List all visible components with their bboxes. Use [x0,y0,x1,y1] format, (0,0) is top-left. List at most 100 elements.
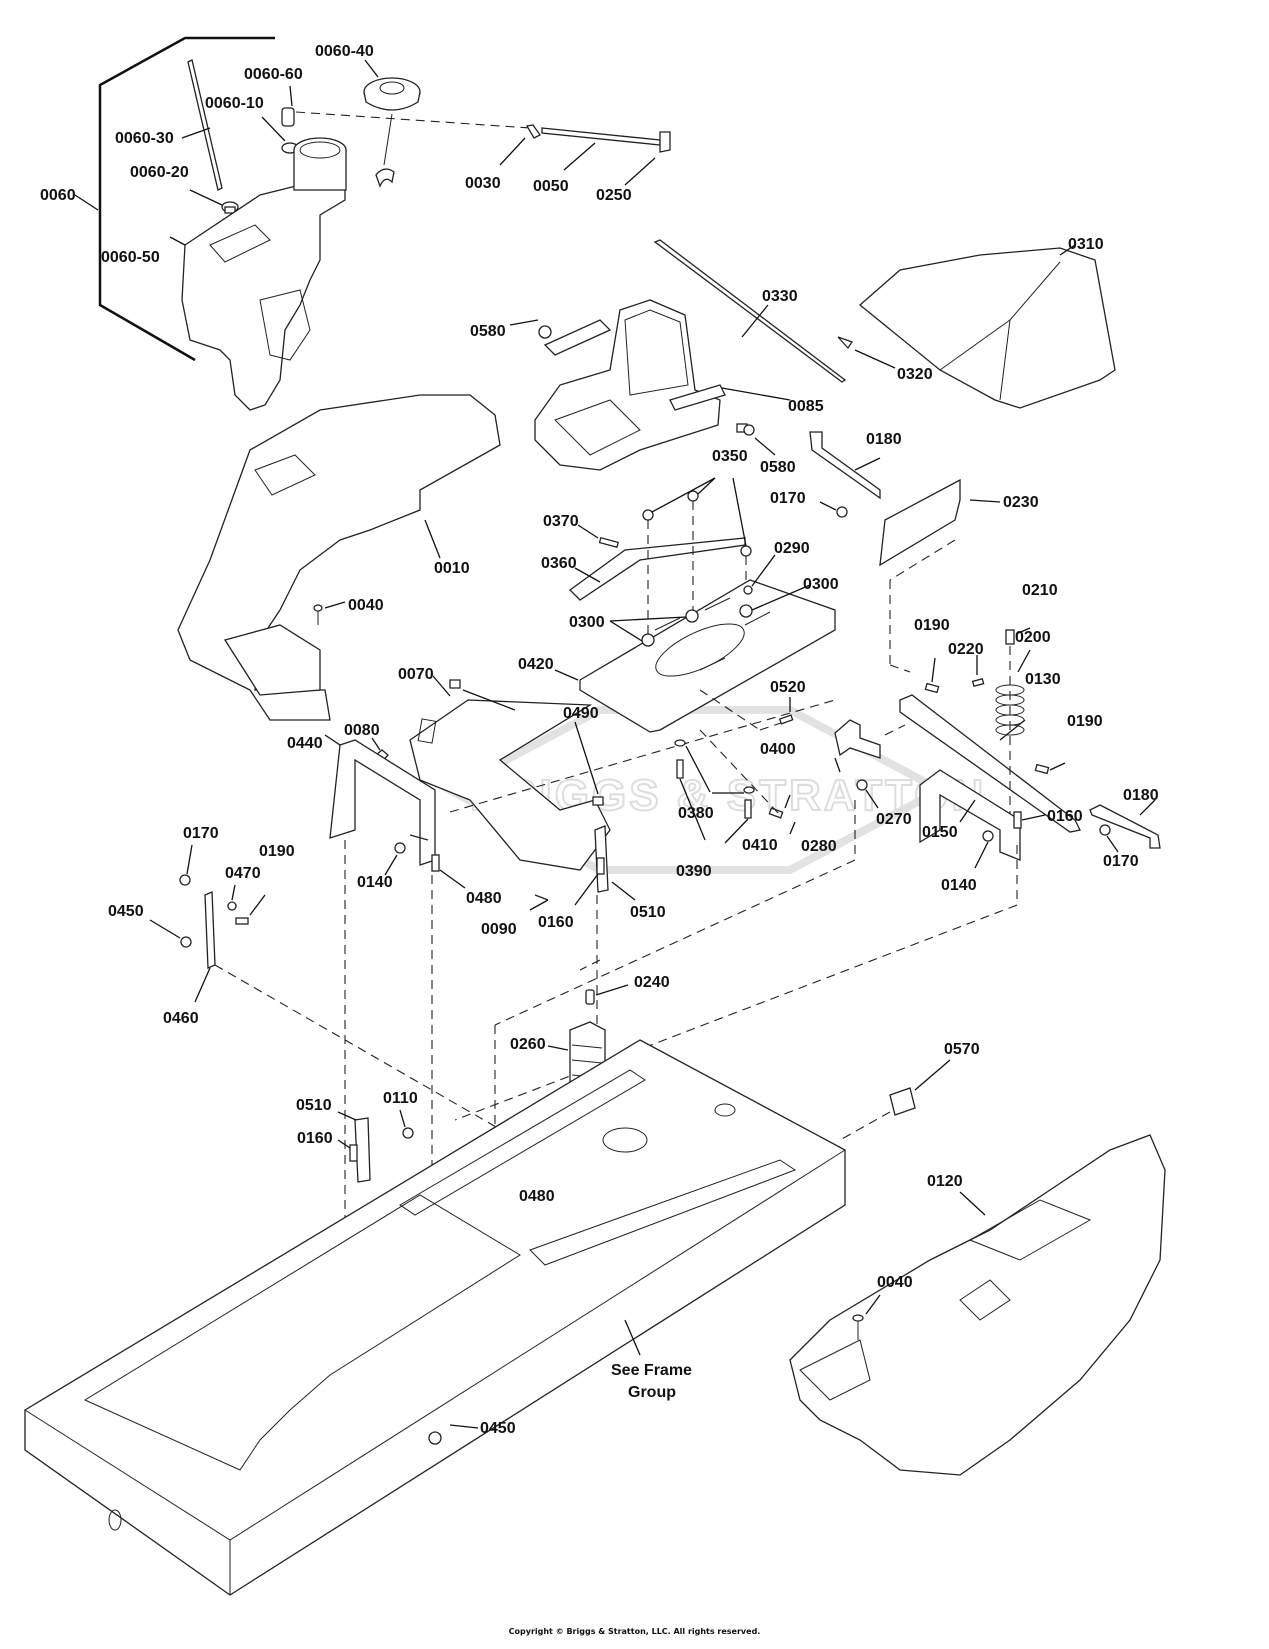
part-0420-seat-plate [554,579,836,733]
frame [24,1039,846,1596]
label-0170-left: 0170 [183,825,219,842]
label-0080: 0080 [344,722,380,739]
part-0300-spacers [609,584,811,647]
label-0040-upper: 0040 [348,597,384,614]
part-0360-guard [569,537,746,601]
label-0240: 0240 [634,974,670,991]
part-0160-bolt-centre [574,857,605,906]
fuel-tank-group-bracket [74,36,275,362]
part-0180-bracket-lower [1089,799,1161,849]
part-0040-screw-lower [852,1294,881,1340]
part-0280-bracket [834,719,881,773]
label-0370: 0370 [543,513,579,530]
label-0330: 0330 [762,288,798,305]
part-0580-knob-upper [509,319,552,339]
part-0220-screw [971,655,985,687]
part-0090-pin [409,834,549,911]
callout-labels: 0060 0060-10 0060-20 0060-30 0060-40 006… [40,43,1159,1437]
part-0290-washer [743,554,776,595]
part-0470-washer [227,884,237,911]
label-0250: 0250 [596,187,632,204]
part-0140-nut-left [384,842,406,876]
label-0490: 0490 [563,705,599,722]
label-0310: 0310 [1068,236,1104,253]
label-0390: 0390 [676,863,712,880]
label-0170-right: 0170 [1103,853,1139,870]
label-0520: 0520 [770,679,806,696]
part-0460-plate [194,891,216,1003]
label-0260: 0260 [510,1036,546,1053]
label-0200: 0200 [1015,629,1051,646]
label-0170-upper: 0170 [770,490,806,507]
label-0160-right: 0160 [1047,808,1083,825]
label-0350: 0350 [712,448,748,465]
part-0320-clip [837,336,896,369]
part-0240-pin [585,984,629,1005]
part-0570-decal [889,1059,951,1116]
label-0090: 0090 [481,921,517,938]
part-0060-60-fitting [281,85,295,127]
label-0030: 0030 [465,175,501,192]
label-0140-right: 0140 [941,877,977,894]
label-0410: 0410 [742,837,778,854]
label-0300-left: 0300 [569,614,605,631]
label-0470: 0470 [225,865,261,882]
part-0450-nut-left [149,919,192,948]
label-0220: 0220 [948,641,984,658]
label-0060-40: 0060-40 [315,43,374,60]
label-0320: 0320 [897,366,933,383]
label-0270: 0270 [876,811,912,828]
label-0160-left: 0160 [297,1130,333,1147]
part-0310-cover [858,244,1116,409]
part-0060-20-grommet [189,189,239,214]
label-0060-20: 0060-20 [130,164,189,181]
part-0050-rod [499,124,671,186]
part-0120-body-panel [789,1134,1166,1476]
label-0300-right: 0300 [803,576,839,593]
part-0270-nut [856,779,879,809]
part-0490-bolts [449,679,604,806]
label-0010: 0010 [434,560,470,577]
label-0360: 0360 [541,555,577,572]
label-0070: 0070 [398,666,434,683]
label-0580-upper: 0580 [470,323,506,340]
part-0520-bolt [778,697,794,725]
label-0060-30: 0060-30 [115,130,174,147]
part-0160-bolt-left [337,1139,358,1162]
label-0130: 0130 [1025,671,1061,688]
label-0400: 0400 [760,741,796,758]
label-0050: 0050 [533,178,569,195]
label-0510-centre: 0510 [630,904,666,921]
label-0190-right: 0190 [1067,713,1103,730]
part-0060-30-tube [181,59,223,191]
label-0510-left: 0510 [296,1097,332,1114]
label-0085: 0085 [788,398,824,415]
label-0380: 0380 [678,805,714,822]
label-0440: 0440 [287,735,323,752]
label-0060-50: 0060-50 [101,249,160,266]
label-0040-lower: 0040 [877,1274,913,1291]
part-0410-nut [789,821,796,835]
label-0160-centre: 0160 [538,914,574,931]
label-see-frame-group-line2: Group [628,1384,676,1401]
part-0370-decal [577,524,620,549]
part-0040-screw-upper [313,601,346,625]
part-0060-40-fuel-cap [363,59,421,188]
part-0450-nut-lower [428,1424,479,1445]
label-0060: 0060 [40,187,76,204]
part-0190-bolts [235,657,1066,925]
part-0480-bolt-upper [431,854,466,889]
label-0450-lower: 0450 [480,1420,516,1437]
label-see-frame-group-line1: See Frame [611,1362,692,1379]
label-0280: 0280 [801,838,837,855]
label-0060-60: 0060-60 [244,66,303,83]
label-0450-left: 0450 [108,903,144,920]
part-0085-seat [534,299,791,471]
part-0350-nuts [642,477,752,557]
part-0230-plate [879,478,1001,567]
label-0480-upper: 0480 [466,890,502,907]
label-0190-left: 0190 [259,843,295,860]
label-0480-lower: 0480 [519,1188,555,1205]
label-0460: 0460 [163,1010,199,1027]
